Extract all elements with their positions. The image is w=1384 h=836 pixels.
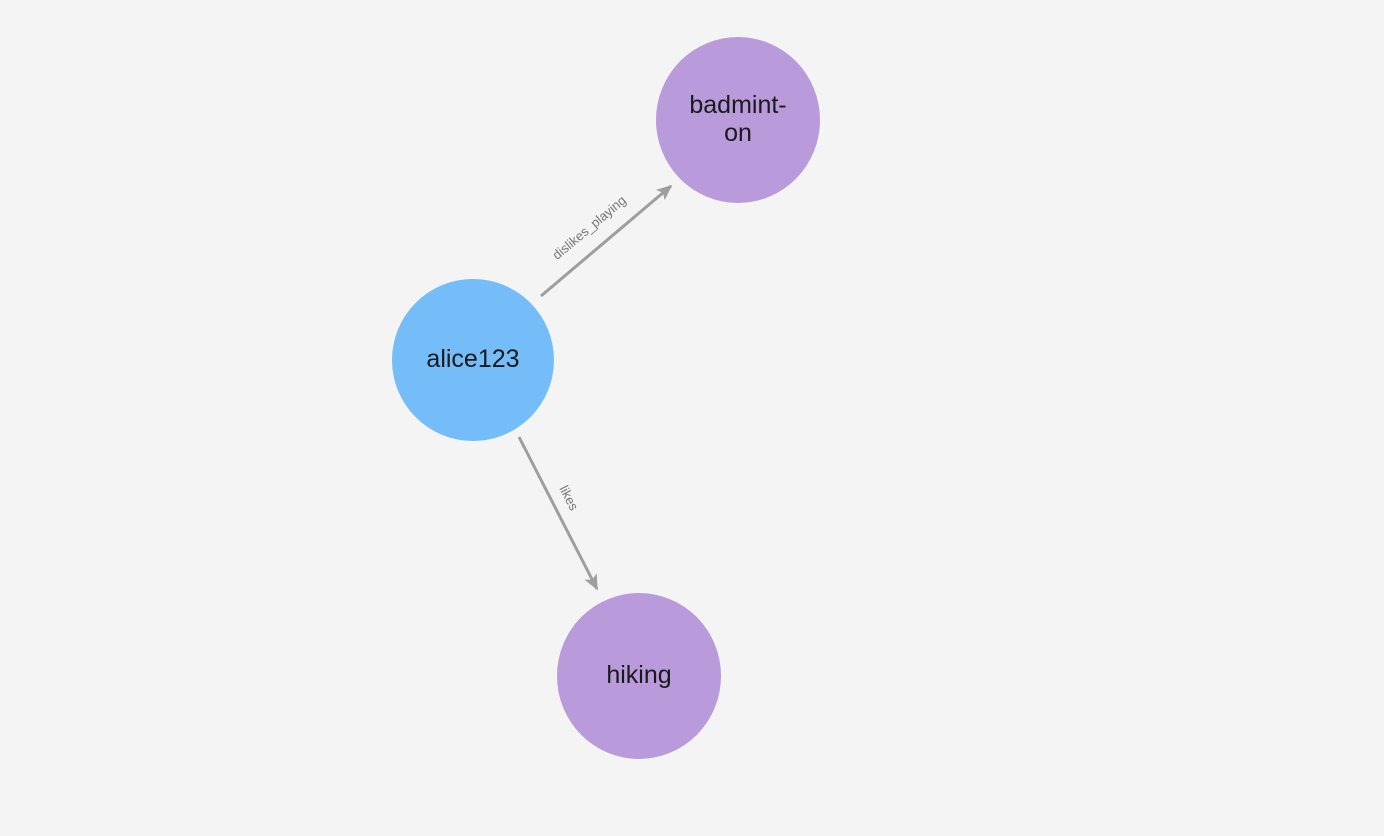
node-shape-badminton[interactable] bbox=[656, 37, 820, 203]
edge-label-dislikes_playing[interactable]: dislikes_playing bbox=[549, 193, 628, 263]
graph-node-badminton[interactable]: badmint-on bbox=[656, 37, 820, 203]
node-shape-hiking[interactable] bbox=[557, 593, 721, 759]
graph-edge-alice123-badminton[interactable] bbox=[540, 184, 673, 298]
graph-node-alice123[interactable]: alice123 bbox=[392, 279, 554, 441]
graph-edge-alice123-hiking[interactable] bbox=[517, 436, 599, 591]
edge-label-likes[interactable]: likes bbox=[556, 483, 581, 513]
node-shape-alice123[interactable] bbox=[392, 279, 554, 441]
graph-node-hiking[interactable]: hiking bbox=[557, 593, 721, 759]
nodes-layer: alice123 badmint-on hiking bbox=[392, 37, 820, 759]
edges-layer bbox=[517, 184, 673, 591]
